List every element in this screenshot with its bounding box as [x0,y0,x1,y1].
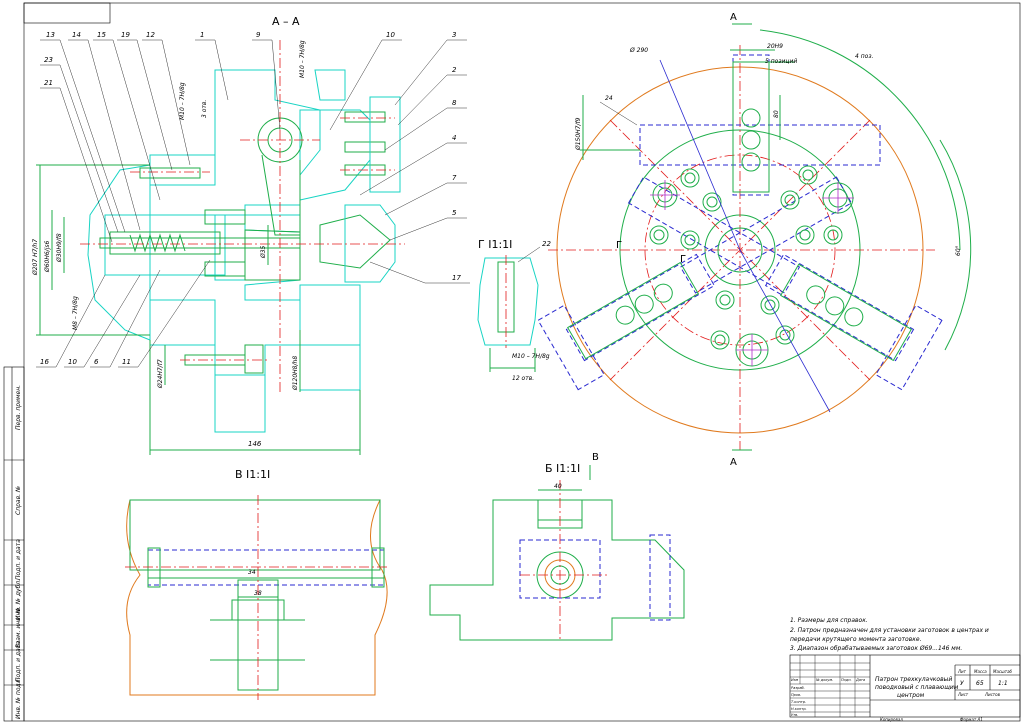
dim-label: Ø24H7/f7 [157,359,164,389]
header-cell: Лит [957,669,967,674]
row-label: Т.контр. [791,700,806,704]
row-label: Н.контр. [791,707,807,711]
dim-label: 146 [248,440,262,448]
dim-label: 40 [554,483,562,490]
title-block: Патрон трехкулачковый поводковый с плава… [789,654,1021,722]
footer-copy: Копировал [880,717,903,722]
side-strip: Перв. примен. Справ. № Подп. и дата Инв.… [15,385,22,719]
dim-label: 5 позиций [765,58,797,65]
section-mark: В [592,452,599,463]
section-aa: А – А [32,15,470,455]
header-cell: Листов [984,692,1001,697]
view-b2-title: Б I1:1I [545,462,580,475]
sheet-frame [3,2,1021,722]
side-label: Подп. и дата [15,641,22,682]
callout: 15 [97,31,106,39]
view-b-title: В I1:1I [235,468,270,481]
row-label: № докум. [815,678,833,682]
section-mark: А [730,457,737,468]
callout: 11 [122,358,131,366]
notes: 1. Размеры для справок. 2. Патрон предна… [790,617,989,652]
callout: 10 [68,358,77,366]
callout: 19 [121,31,130,39]
callout: 4 [452,134,456,142]
value-cell: У [960,680,964,687]
section-mark: Г [616,240,622,251]
view-b: В I1:1I 34 38 [125,468,390,700]
dim-label: 20H9 [767,43,783,50]
note-line: передачи крутящего момента заготовке. [790,636,922,643]
callout: 10 [386,31,395,39]
row-label: Изм [791,678,798,682]
footer-format: Формат А1 [960,717,983,722]
dim-label: 24 [605,95,613,102]
callout: 16 [40,358,49,366]
dim-label: 4 поз. [855,53,874,60]
dim-label: Ø30H9/f8 [56,233,63,263]
callout: 2 [452,66,457,74]
header-cell: Масса [974,669,987,674]
dim-label: M8 – 7H/8g [72,296,79,330]
callout: 5 [452,209,457,217]
section-mark: Г [680,254,686,265]
title-line: центром [897,692,925,699]
side-label: Подп. и дата [15,539,22,580]
view-g: Г I1:1I 22 M10 – 7H/8g 12 отв. [477,238,551,382]
callout: 21 [44,79,53,87]
callout: 13 [46,31,55,39]
header-cell: Масштаб [993,669,1013,674]
dim-label: Ø35 [260,245,267,259]
side-label: Инв. № подл. [15,678,22,719]
dim-label: M10 – 7H/8g [179,82,186,120]
row-label: Подп. [841,678,852,682]
row-label: Разраб. [791,686,805,690]
callout: 9 [256,31,261,39]
note-line: 1. Размеры для справок. [790,617,868,624]
callout: 3 [452,31,456,39]
dim-label: 3 отв. [201,100,208,118]
callout: 17 [452,274,461,282]
callout: 1 [200,31,204,39]
section-mark: А [730,12,737,23]
dim-label: M10 – 7H/8g [512,353,550,360]
dim-label: 80 [773,110,780,118]
callout: 6 [94,358,99,366]
title-line: Патрон трехкулачковый [875,676,952,683]
row-label: Пров. [791,693,801,697]
callout: 23 [44,56,53,64]
dim-label: 38 [254,590,262,597]
dim-label: 22 [542,240,551,248]
dim-label: 34 [248,569,256,576]
view-g-title: Г I1:1I [478,238,512,251]
note-line: 2. Патрон предназначен для установки заг… [790,627,989,634]
dim-label: Ø60H6/js6 [44,240,51,273]
side-label: Справ. № [15,486,22,515]
dim-label: 60° [955,245,962,256]
dim-label: Ø120H8/h8 [292,356,299,391]
callout: 14 [72,31,81,39]
value-cell: 1:1 [998,680,1008,687]
section-aa-title: А – А [272,15,300,28]
view-b2: Б I1:1I В 40 [429,452,685,641]
side-label: Инв. № дубл. [15,579,22,620]
header-cell: Лист [957,692,969,697]
dim-label: Ø 290 [629,47,648,54]
callout: 12 [146,31,155,39]
title-line: поводковый с плавающим [875,684,959,691]
callout: 8 [452,99,457,107]
dim-label: M10 – 7H/8g [299,40,306,78]
side-label: Перв. примен. [15,385,22,430]
note-line: 3. Диапазон обрабатываемых заготовок Ø69… [790,645,962,652]
row-label: Дата [855,678,865,682]
dim-label: Ø207 H7/h7 [32,239,39,276]
dim-label: Ø150H7/f9 [575,117,582,151]
front-view: А А Г Г Ø 290 Ø150H7/f9 20H9 5 позиций 8… [537,12,972,468]
side-label: Взам. инв. № [15,607,22,648]
row-label: Утв. [791,713,798,717]
dim-label: 12 отв. [512,375,534,382]
callout: 7 [452,174,457,182]
value-cell: 65 [976,680,984,687]
